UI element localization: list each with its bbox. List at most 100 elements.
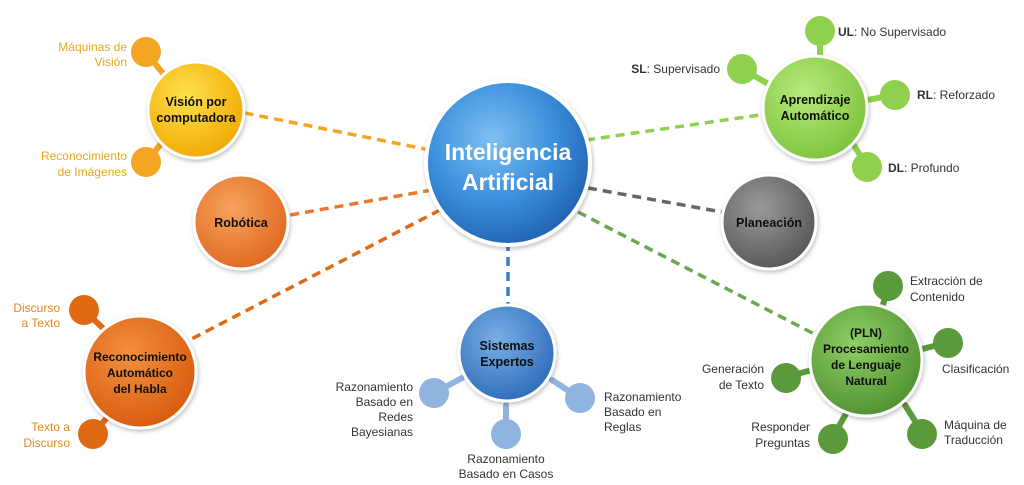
pln-leaf5-line1: Generación: [702, 362, 764, 376]
vision-label-line2: computadora: [156, 111, 236, 125]
leaf-aprend-sl: [727, 54, 757, 84]
expertos-leaf2-line1: Razonamiento: [467, 452, 545, 466]
habla-label-line1: Reconocimiento: [93, 350, 186, 364]
node-pln[interactable]: (PLN) Procesamiento de Lenguaje Natural: [808, 302, 924, 418]
expertos-leaf1-line3: Redes: [378, 410, 413, 424]
vision-leaf2-line2: de Imágenes: [58, 165, 127, 179]
expertos-leaf3-line3: Reglas: [604, 420, 641, 434]
pln-label-line4: Natural: [845, 374, 886, 388]
leaf-aprend-ul: [805, 16, 835, 46]
habla-leaf1-line2: a Texto: [22, 316, 61, 330]
aprend-ul-label: UL: No Supervisado: [838, 25, 946, 39]
aprendizaje-label-line2: Automático: [781, 109, 850, 123]
leaf-pln-traduccion: [907, 419, 937, 449]
connector-planeacion: [587, 186, 723, 214]
expertos-leaf3-line1: Razonamiento: [604, 390, 682, 404]
leaf-expertos-bayes: [419, 378, 449, 408]
leaf-aprend-rl: [880, 80, 910, 110]
aprendizaje-label-line1: Aprendizaje: [780, 93, 851, 107]
pln-leaf2: Clasificación: [942, 362, 1009, 376]
vision-leaf1-line2: Visión: [95, 55, 127, 69]
pln-leaf-labels: Extracción de Contenido Clasificación Má…: [702, 274, 1009, 450]
connector-aprendizaje: [585, 113, 761, 142]
aprend-ul-abbr: UL: [838, 25, 854, 39]
aprend-sl-abbr: SL: [631, 62, 646, 76]
leaf-expertos-reglas: [565, 383, 595, 413]
center-title-line2: Artificial: [462, 169, 554, 195]
node-center[interactable]: Inteligencia Artificial: [424, 79, 592, 247]
pln-leaf3-line1: Máquina de: [944, 418, 1007, 432]
aprend-sl-text: : Supervisado: [647, 62, 721, 76]
expertos-leaf1-line4: Bayesianas: [351, 425, 413, 439]
expertos-circle: [457, 303, 557, 403]
planeacion-label: Planeación: [736, 216, 802, 230]
center-title-line1: Inteligencia: [445, 139, 572, 165]
leaf-vision-imagenes: [131, 147, 161, 177]
leaf-aprend-dl: [852, 152, 882, 182]
connectors: [179, 110, 823, 347]
node-habla[interactable]: Reconocimiento Automático del Habla: [82, 314, 198, 430]
leaf-vision-maquinas: [131, 37, 161, 67]
aprend-ul-text: : No Supervisado: [854, 25, 946, 39]
leaf-pln-preguntas: [818, 424, 848, 454]
leaf-pln-clasificacion: [933, 328, 963, 358]
vision-leaf2-line1: Reconocimiento: [41, 149, 127, 163]
aprend-rl-label: RL: Reforzado: [917, 88, 995, 102]
pln-leaf3-line2: Traducción: [944, 433, 1003, 447]
connector-pln: [577, 210, 823, 340]
aprendizaje-leaf-labels: UL: No Supervisado SL: Supervisado RL: R…: [631, 25, 995, 175]
vision-label-line1: Visión por: [166, 95, 227, 109]
connector-habla: [179, 208, 441, 347]
leaf-habla-texto-discurso: [78, 419, 108, 449]
pln-label-line2: Procesamiento: [823, 342, 909, 356]
aprend-rl-abbr: RL: [917, 88, 933, 102]
pln-leaf1-line2: Contenido: [910, 290, 965, 304]
habla-leaf2-line2: Discurso: [23, 436, 70, 450]
pln-leaf5-line2: de Texto: [719, 378, 764, 392]
expertos-label-line2: Expertos: [480, 355, 534, 369]
expertos-leaf-labels: Razonamiento Basado en Redes Bayesianas …: [336, 380, 682, 481]
leaf-pln-generacion: [771, 363, 801, 393]
connector-robotica: [289, 188, 433, 217]
node-robotica[interactable]: Robótica: [192, 173, 290, 271]
aprend-dl-abbr: DL: [888, 161, 904, 175]
leaf-habla-discurso-texto: [69, 295, 99, 325]
pln-leaf1-line1: Extracción de: [910, 274, 983, 288]
vision-leaf1-line1: Máquinas de: [58, 40, 127, 54]
habla-leaf2-line1: Texto a: [31, 420, 70, 434]
aprend-dl-text: : Profundo: [904, 161, 960, 175]
habla-leaf1-line1: Discurso: [13, 301, 60, 315]
habla-leaf-labels: Discurso a Texto Texto a Discurso: [13, 301, 70, 450]
node-aprendizaje[interactable]: Aprendizaje Automático: [761, 54, 869, 162]
expertos-leaf1-line1: Razonamiento: [336, 380, 414, 394]
aprend-rl-text: : Reforzado: [933, 88, 995, 102]
pln-leaf4-line1: Responder: [751, 420, 810, 434]
center-circle: [424, 79, 592, 247]
node-expertos[interactable]: Sistemas Expertos: [457, 303, 557, 403]
leaf-circles: [69, 16, 963, 454]
robotica-circle: [192, 173, 290, 271]
pln-label-line3: de Lenguaje: [831, 358, 901, 372]
expertos-leaf1-line2: Basado en: [356, 395, 413, 409]
aprend-dl-label: DL: Profundo: [888, 161, 960, 175]
expertos-label-line1: Sistemas: [480, 339, 535, 353]
expertos-leaf3-line2: Basado en: [604, 405, 661, 419]
habla-label-line2: Automático: [107, 366, 173, 380]
node-vision[interactable]: Visión por computadora: [146, 60, 246, 160]
habla-circle: [82, 314, 198, 430]
vision-circle: [146, 60, 246, 160]
pln-leaf4-line2: Preguntas: [755, 436, 810, 450]
robotica-label: Robótica: [214, 216, 269, 230]
aprend-sl-label: SL: Supervisado: [631, 62, 720, 76]
vision-leaf-labels: Máquinas de Visión Reconocimiento de Imá…: [41, 40, 127, 179]
connector-vision: [239, 110, 431, 152]
planeacion-circle: [720, 173, 818, 271]
node-planeacion[interactable]: Planeación: [720, 173, 818, 271]
pln-label-line1: (PLN): [850, 326, 882, 340]
aprendizaje-circle: [761, 54, 869, 162]
pln-circle: [808, 302, 924, 418]
leaf-expertos-casos: [491, 419, 521, 449]
leaf-pln-extraccion: [873, 271, 903, 301]
habla-label-line3: del Habla: [113, 382, 167, 396]
